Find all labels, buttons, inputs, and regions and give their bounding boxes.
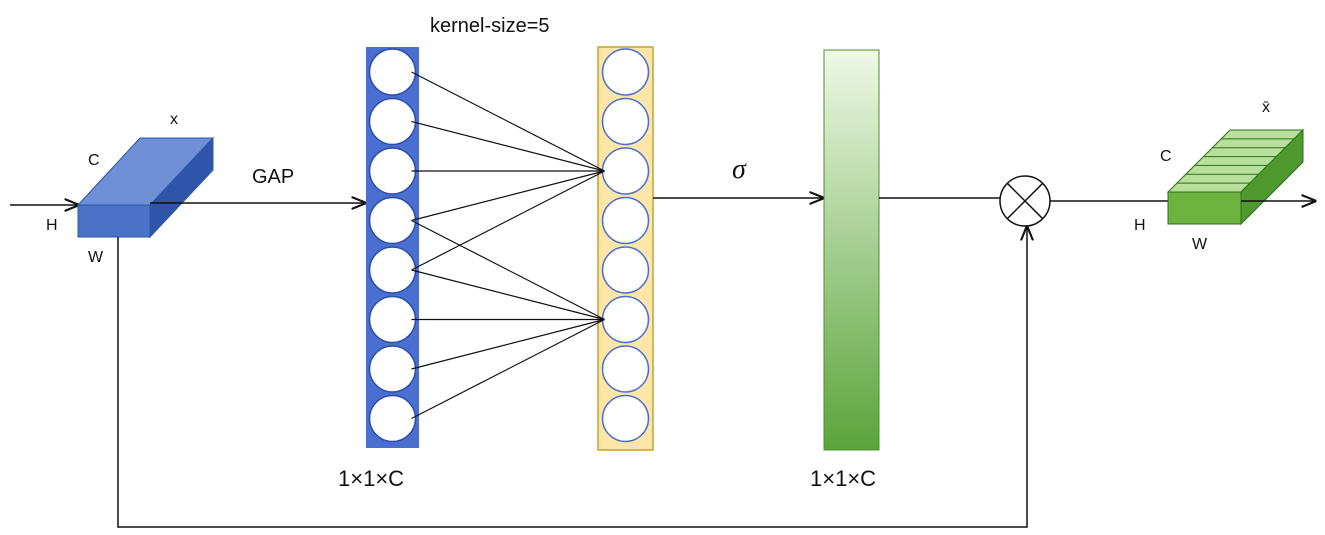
output-x-label: x̄ xyxy=(1262,99,1270,116)
kernel-size-label: kernel-size=5 xyxy=(430,15,550,37)
connection-line xyxy=(411,219,605,321)
gap-vector-node xyxy=(368,48,417,96)
gap-vector-node xyxy=(368,147,417,195)
connection-line xyxy=(411,269,605,321)
input-c-label: C xyxy=(88,152,100,169)
conv-output-node xyxy=(601,295,650,344)
gap-vector-nodes xyxy=(368,48,417,443)
vector3-dim-label: 1×1×C xyxy=(810,466,876,491)
gap-vector-node xyxy=(368,295,417,344)
connection-line xyxy=(411,120,605,172)
connection-line xyxy=(411,170,605,222)
output-feature-block xyxy=(1166,128,1305,226)
output-h-label: H xyxy=(1134,217,1146,234)
input-h-label: H xyxy=(46,217,58,234)
gap-label: GAP xyxy=(252,166,294,188)
gap-vector-node xyxy=(368,246,417,294)
input-w-label: W xyxy=(88,249,104,266)
attention-weights-bar xyxy=(823,49,880,451)
vector1-dim-label: 1×1×C xyxy=(338,466,404,491)
gap-vector-node xyxy=(368,394,417,443)
conv-output-node xyxy=(601,147,650,195)
conv1d-connections xyxy=(411,71,605,420)
connection-line xyxy=(411,71,605,172)
gap-vector-node xyxy=(368,196,417,245)
output-c-label: C xyxy=(1160,148,1172,165)
connection-line xyxy=(411,318,605,420)
gap-vector-node xyxy=(368,345,417,393)
gap-vector-node xyxy=(368,97,417,146)
conv-output-node xyxy=(601,246,650,294)
conv-output-node xyxy=(601,345,650,393)
input-feature-block xyxy=(76,136,215,239)
conv-output-node xyxy=(601,394,650,443)
conv-output-nodes xyxy=(601,48,650,443)
connection-line xyxy=(411,318,605,370)
conv-output-node xyxy=(601,48,650,96)
multiply-node xyxy=(999,175,1051,227)
output-w-label: W xyxy=(1192,236,1208,253)
conv-output-node xyxy=(601,196,650,245)
connection-line xyxy=(411,170,605,271)
skip-connection xyxy=(117,227,1027,528)
input-x-label: x xyxy=(170,111,178,128)
sigma-label: σ xyxy=(732,154,747,185)
conv-output-node xyxy=(601,97,650,146)
